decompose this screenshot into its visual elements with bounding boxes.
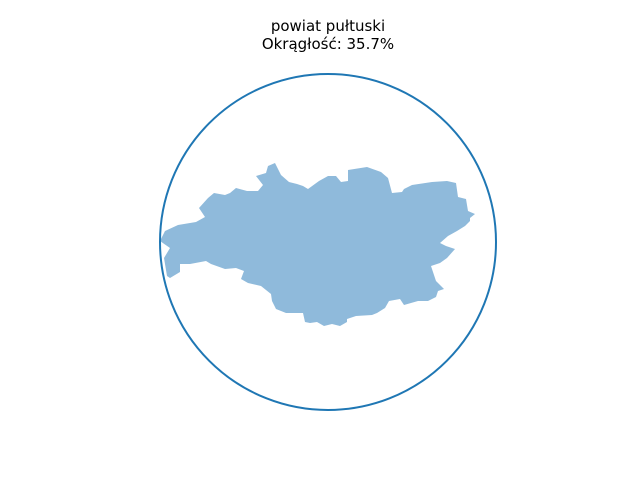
bounding-circle <box>159 73 497 411</box>
plot-area <box>159 73 497 411</box>
chart-subtitle: Okrągłość: 35.7% <box>262 35 394 53</box>
chart-title: powiat pułtuski <box>271 17 385 35</box>
region-shape <box>160 163 475 326</box>
